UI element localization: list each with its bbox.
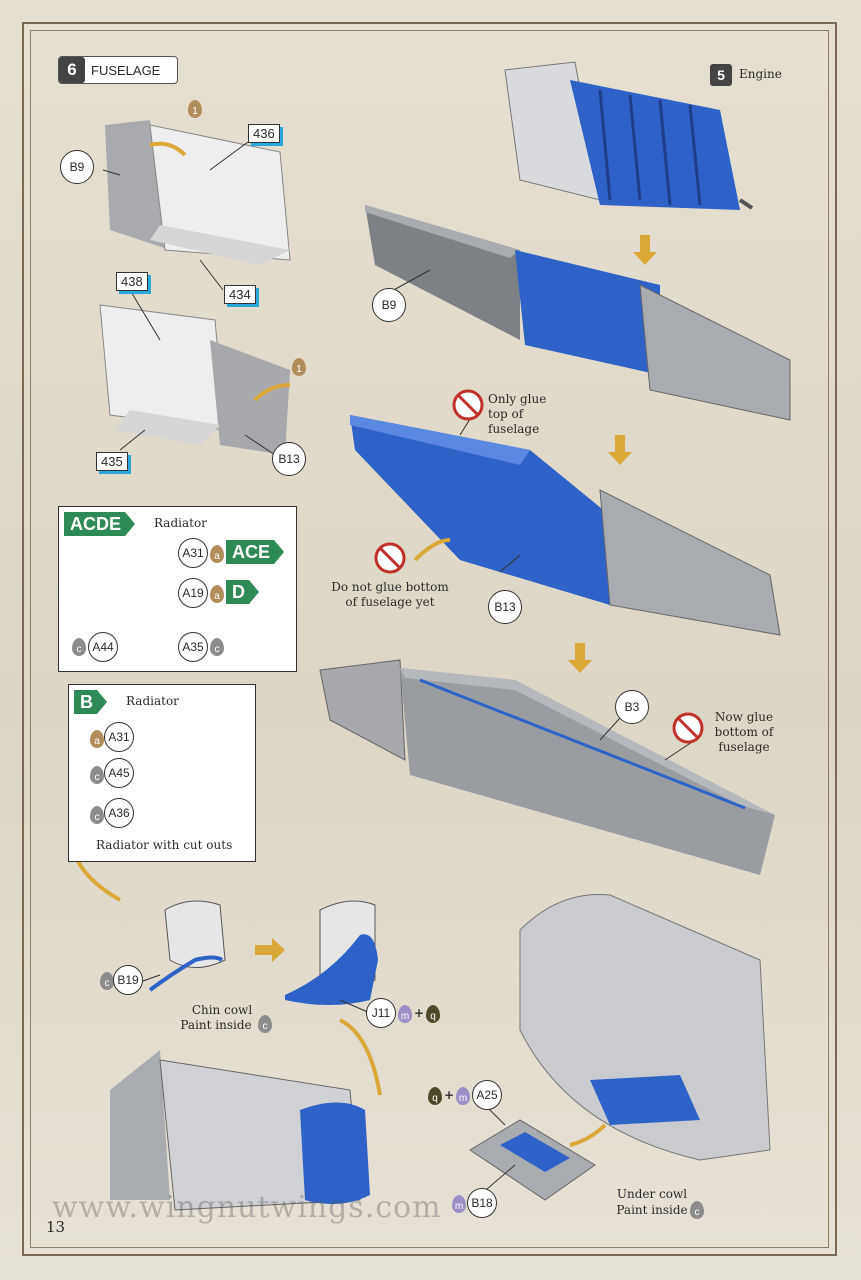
note-only-glue-top: Only glue top of fuselage [488, 392, 547, 436]
engine-label: Engine [739, 67, 782, 81]
step-title: FUSELAGE [91, 62, 161, 78]
callout-a45: A45 [104, 758, 134, 788]
chin-cowl-step2 [285, 900, 378, 1005]
callout-b9-left: B9 [60, 150, 94, 184]
callout-b13: B13 [488, 590, 522, 624]
callout-b9: B9 [372, 288, 406, 322]
radiator-b-caption: Radiator with cut outs [96, 838, 233, 852]
page-border-inner [30, 30, 829, 1248]
callout-j11: J11 [366, 998, 396, 1028]
paint-drop-icon: m [398, 1005, 412, 1023]
callout-a31: A31 [178, 538, 208, 568]
fuselage-b13-assembly [350, 415, 781, 636]
assembly-arrows [255, 235, 657, 962]
step-number: 6 [59, 57, 85, 83]
radiator-b-title: Radiator [126, 694, 179, 708]
note-now-glue-bottom: Now glue bottom of fuselage [714, 710, 774, 754]
under-cowl-a25 [469, 1119, 596, 1201]
paint-drop-icon: m [452, 1195, 466, 1213]
glue-drop-icon: a [210, 545, 224, 563]
glue-drop-icon: 1 [188, 100, 202, 118]
paint-drop-icon: c [90, 806, 104, 824]
part-434-label: 434 [224, 285, 256, 304]
leader-lines [102, 141, 696, 1196]
glue-drop-icon: a [90, 730, 104, 748]
plus-sign: + [444, 1088, 455, 1102]
chin-cowl-label: Chin cowl [191, 1003, 253, 1017]
paint-drop-icon: q [426, 1005, 440, 1023]
plus-sign: + [414, 1006, 425, 1020]
part-438-label: 438 [116, 272, 148, 291]
chin-cowl-paint-label: Paint inside [180, 1018, 252, 1032]
page-border [22, 22, 837, 1256]
radiator-acde-title: Radiator [154, 516, 207, 530]
under-cowl-paint-label: Paint inside [616, 1203, 688, 1217]
completed-nose-assembly [519, 893, 771, 1161]
callout-a44: A44 [88, 632, 118, 662]
part-435-label: 435 [96, 452, 128, 471]
cockpit-panel-438 [99, 304, 290, 455]
paint-drop-icon: q [428, 1087, 442, 1105]
page-number: 13 [46, 1218, 66, 1236]
engine-step-number: 5 [710, 64, 732, 86]
variant-ace-tag: ACE [226, 540, 284, 564]
callout-a31-b: A31 [104, 722, 134, 752]
website-watermark: www.wingnutwings.com [52, 1190, 442, 1225]
callout-b13-left: B13 [272, 442, 306, 476]
paint-drop-icon: c [690, 1201, 704, 1219]
note-do-not-glue-bottom: Do not glue bottom of fuselage yet [331, 580, 449, 609]
fuselage-b9-assembly [365, 205, 791, 421]
paint-drop-icon: c [258, 1015, 272, 1033]
chin-cowl-step1 [148, 900, 226, 992]
callout-b3: B3 [615, 690, 649, 724]
paint-drop-icon: c [90, 766, 104, 784]
paint-drop-icon: c [72, 638, 86, 656]
callout-a19: A19 [178, 578, 208, 608]
callout-b18: B18 [467, 1188, 497, 1218]
glue-drop-icon: a [210, 585, 224, 603]
no-glue-symbols [374, 389, 704, 744]
paint-drop-icon: m [456, 1087, 470, 1105]
cockpit-panel-436 [105, 120, 291, 265]
engine-illustration [504, 61, 754, 210]
step-header: 6 FUSELAGE [58, 56, 178, 84]
fuselage-b3-assembly [319, 659, 775, 875]
callout-b19: B19 [113, 965, 143, 995]
callout-a25: A25 [472, 1080, 502, 1110]
callout-a36: A36 [104, 798, 134, 828]
part-436-label: 436 [248, 124, 280, 143]
glue-drop-icon: 1 [292, 358, 306, 376]
paint-drop-icon: c [100, 972, 114, 990]
paint-drop-icon: c [210, 638, 224, 656]
variant-acde-tag: ACDE [64, 512, 135, 536]
under-cowl-label: Under cowl [616, 1187, 688, 1201]
engine-nose-assembly [110, 1050, 370, 1211]
callout-a35: A35 [178, 632, 208, 662]
